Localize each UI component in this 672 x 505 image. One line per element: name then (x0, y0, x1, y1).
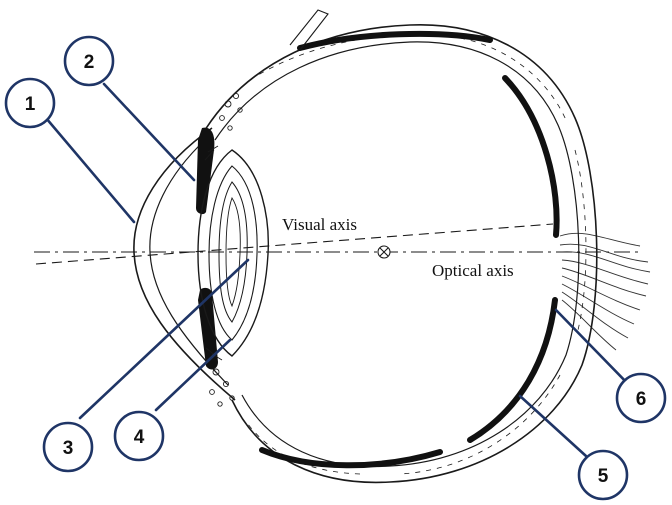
ciliary-body (209, 92, 243, 407)
lens (197, 145, 269, 361)
visual-axis-label: Visual axis (282, 215, 357, 234)
callout-5: 5 (577, 449, 629, 501)
visual-axis-line (35, 223, 554, 265)
callout-4-number: 4 (134, 427, 145, 448)
nodal-point (377, 245, 391, 259)
callout-2-number: 2 (84, 52, 95, 73)
callout-6-number: 6 (636, 389, 647, 410)
optical-axis-label: Optical axis (432, 261, 514, 280)
choroid (259, 30, 560, 469)
callout-pointers (44, 82, 634, 458)
callout-3: 3 (42, 421, 94, 473)
sclera-tab (289, 9, 329, 51)
callout-3-number: 3 (63, 438, 74, 459)
callout-4: 4 (113, 410, 165, 462)
callout-1: 1 (4, 77, 56, 129)
callout-6: 6 (615, 372, 667, 424)
optic-nerve (559, 232, 651, 351)
callout-5-number: 5 (598, 466, 609, 487)
iris (196, 127, 218, 370)
callout-1-number: 1 (25, 94, 36, 115)
callout-2: 2 (63, 35, 115, 87)
